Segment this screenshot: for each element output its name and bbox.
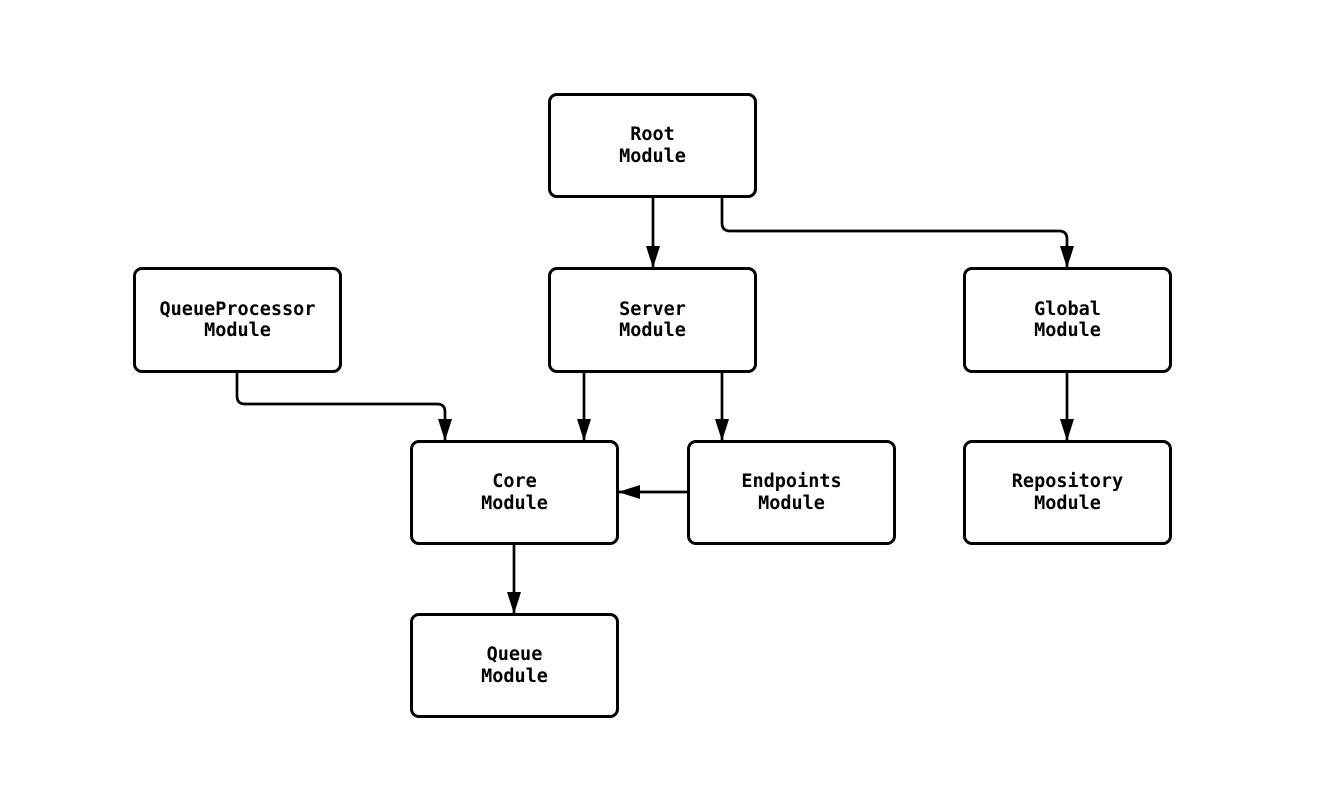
node-queue-module-label: Queue Module xyxy=(481,644,548,687)
node-queue-module: Queue Module xyxy=(410,613,619,718)
node-root-module: Root Module xyxy=(548,93,757,198)
node-core-module: Core Module xyxy=(410,440,619,545)
node-queueprocessor-module: QueueProcessor Module xyxy=(133,267,342,373)
node-global-module: Global Module xyxy=(963,267,1172,373)
node-server-module: Server Module xyxy=(548,267,757,373)
node-queueprocessor-module-label: QueueProcessor Module xyxy=(159,298,316,342)
edge-queueprocessor-to-core xyxy=(235,373,452,441)
node-global-module-label: Global Module xyxy=(1034,298,1101,342)
node-endpoints-module-label: Endpoints Module xyxy=(741,471,842,514)
node-repository-module: Repository Module xyxy=(963,440,1172,545)
edge-root-to-global xyxy=(720,198,1074,268)
node-repository-module-label: Repository Module xyxy=(1011,471,1124,514)
node-server-module-label: Server Module xyxy=(619,298,686,342)
node-endpoints-module: Endpoints Module xyxy=(687,440,896,545)
node-root-module-label: Root Module xyxy=(619,124,686,167)
node-core-module-label: Core Module xyxy=(481,471,548,514)
